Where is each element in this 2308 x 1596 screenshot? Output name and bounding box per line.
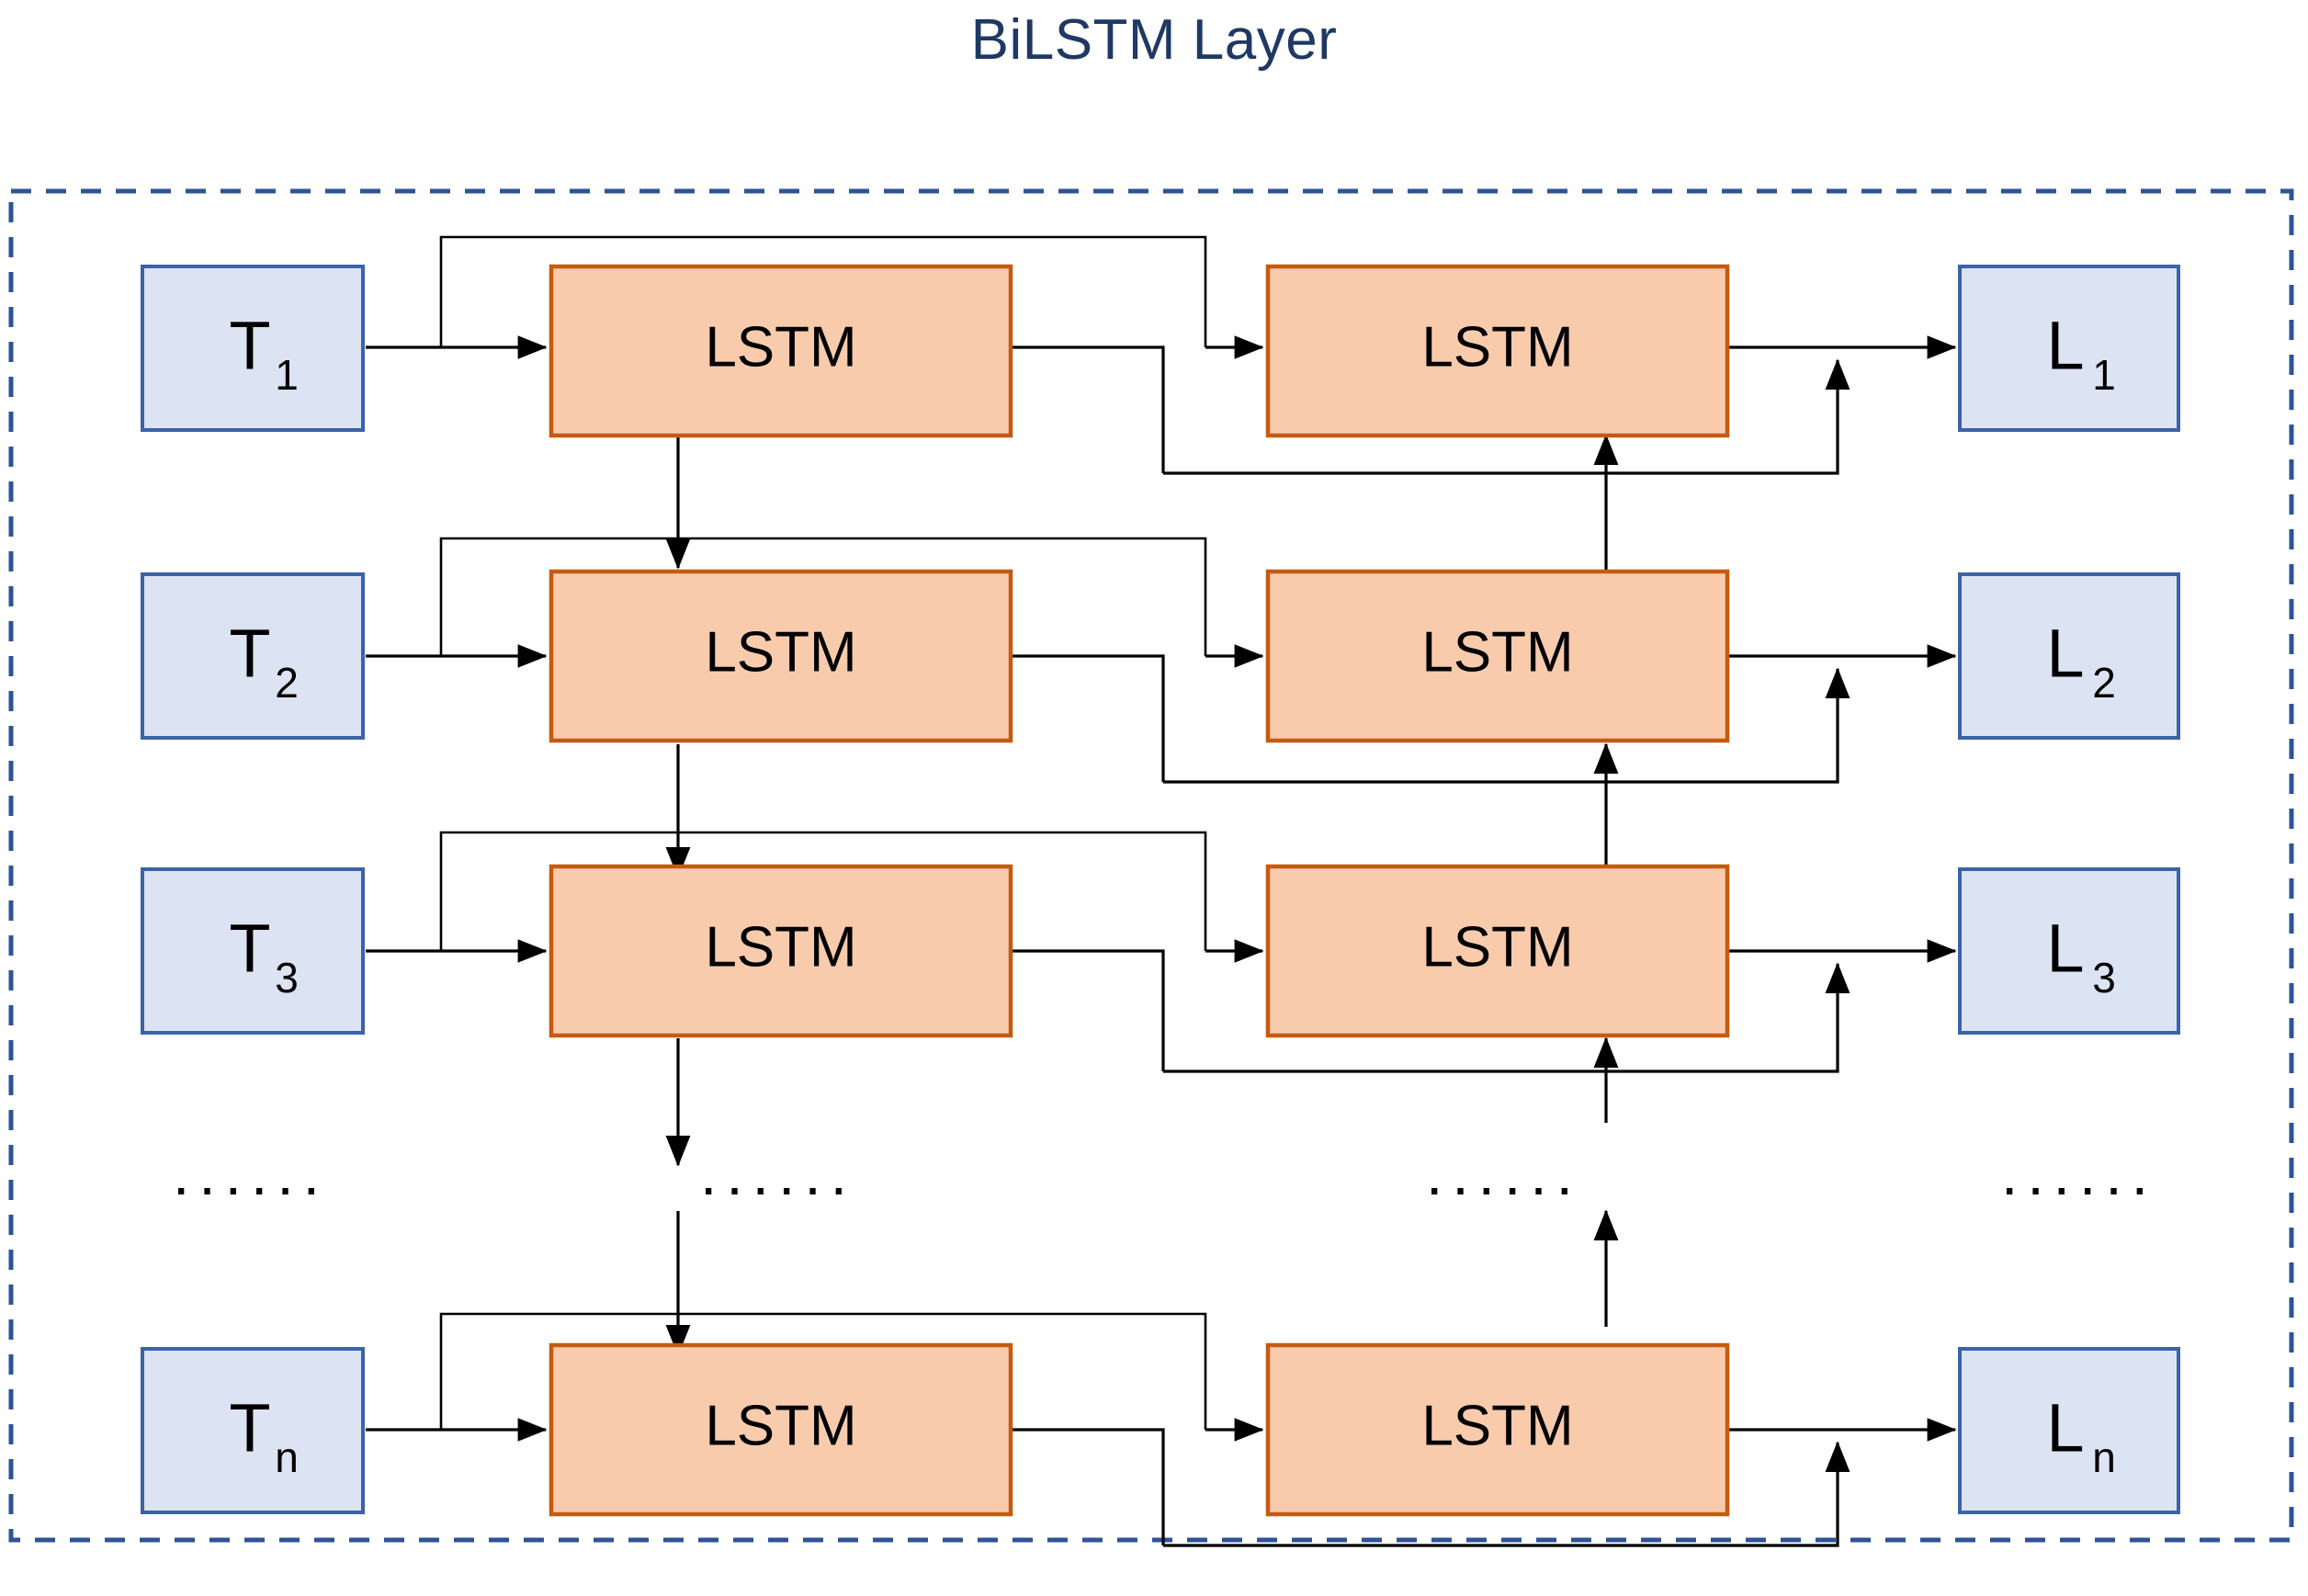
output-sublabel-2: 2 [2092, 659, 2116, 707]
forward-column-ellipsis: ...... [700, 1139, 856, 1207]
row-n-backward-rail [1163, 1441, 1850, 1547]
output-box-1[interactable] [1958, 265, 2180, 432]
forward-lstm-label-3: LSTM [705, 915, 856, 979]
output-label-1: L [2046, 308, 2084, 384]
row-3-recurrent-top-path [439, 831, 1207, 951]
backward-column-ellipsis: ...... [1426, 1139, 1582, 1207]
forward-lstm-3[interactable] [549, 864, 1013, 1038]
row-1-forward-output-path [1011, 345, 1165, 473]
forward-lstm-n[interactable] [549, 1342, 1013, 1517]
input-sublabel-1: 1 [275, 351, 299, 399]
input-label-1: T [229, 308, 270, 384]
page-title: BiLSTM Layer [970, 8, 1338, 72]
backward-lstm-label-n: LSTM [1421, 1394, 1573, 1457]
input-box-1[interactable] [141, 265, 365, 432]
row-3-backward-rail [1163, 962, 1850, 1073]
input-label-3: T [229, 911, 270, 987]
forward-lstm-label-2: LSTM [705, 620, 856, 684]
backward-lstm-label-1: LSTM [1421, 315, 1573, 379]
row-2-forward-output-path [1011, 654, 1165, 782]
output-box-2[interactable] [1958, 572, 2180, 740]
output-sublabel-1: 1 [2092, 351, 2116, 399]
output-sublabel-n: n [2092, 1433, 2116, 1481]
input-label-2: T [229, 616, 270, 692]
input-sublabel-n: n [275, 1433, 299, 1481]
input-column-ellipsis: ...... [173, 1139, 329, 1207]
row-2-recurrent-top-path [439, 537, 1207, 656]
row-1-recurrent-top-path [439, 235, 1207, 347]
input-sublabel-3: 3 [275, 954, 299, 1002]
backward-lstm-1[interactable] [1265, 264, 1730, 438]
output-label-2: L [2046, 616, 2084, 692]
output-box-3[interactable] [1958, 867, 2180, 1035]
bilstm-layer-container [8, 188, 2294, 1543]
row-n-recurrent-top-path [439, 1312, 1207, 1430]
row-n-forward-output-path [1011, 1428, 1165, 1545]
forward-lstm-label-n: LSTM [705, 1394, 856, 1457]
input-label-n: T [229, 1390, 270, 1466]
output-label-n: L [2046, 1390, 2084, 1466]
backward-lstm-3[interactable] [1265, 864, 1730, 1038]
forward-lstm-2[interactable] [549, 569, 1013, 743]
forward-lstm-label-1: LSTM [705, 315, 856, 379]
row-3-forward-output-path [1011, 949, 1165, 1071]
input-box-2[interactable] [141, 572, 365, 740]
backward-lstm-label-3: LSTM [1421, 915, 1573, 979]
output-column-ellipsis: ...... [2001, 1139, 2157, 1207]
backward-lstm-label-2: LSTM [1421, 620, 1573, 684]
input-box-n[interactable] [141, 1347, 365, 1514]
input-sublabel-2: 2 [275, 659, 299, 707]
output-sublabel-3: 3 [2092, 954, 2116, 1002]
row-1-backward-rail [1163, 358, 1850, 475]
backward-lstm-n[interactable] [1265, 1342, 1730, 1517]
output-box-n[interactable] [1958, 1347, 2180, 1514]
backward-lstm-2[interactable] [1265, 569, 1730, 743]
input-box-3[interactable] [141, 867, 365, 1035]
forward-lstm-1[interactable] [549, 264, 1013, 438]
row-2-backward-rail [1163, 667, 1850, 784]
output-label-3: L [2046, 911, 2084, 987]
